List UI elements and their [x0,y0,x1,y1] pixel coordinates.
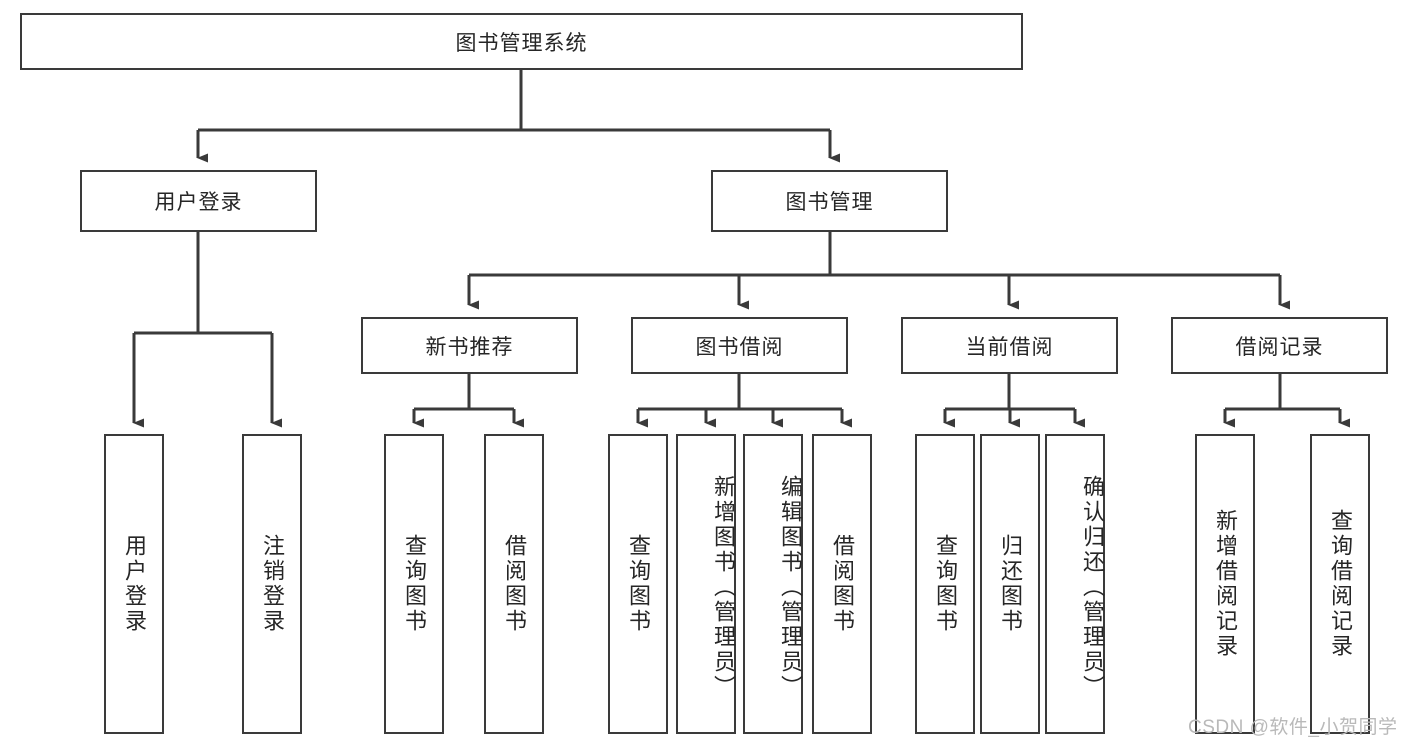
leaf-add-book-admin[interactable]: 新增图书（管理员） [676,434,736,734]
leaf-query-book-borrow[interactable]: 查询图书 [608,434,668,734]
node-book-management[interactable]: 图书管理 [711,170,948,232]
leaf-query-book-newbook[interactable]: 查询图书 [384,434,444,734]
leaf-query-book-current[interactable]: 查询图书 [915,434,975,734]
leaf-edit-book-admin[interactable]: 编辑图书（管理员） [743,434,803,734]
csdn-watermark: CSDN @软件_小贺同学 [1188,717,1398,738]
node-root-book-management-system[interactable]: 图书管理系统 [20,13,1023,70]
node-book-borrow[interactable]: 图书借阅 [631,317,848,374]
node-current-borrow[interactable]: 当前借阅 [901,317,1118,374]
leaf-user-login[interactable]: 用户登录 [104,434,164,734]
leaf-add-borrow-record[interactable]: 新增借阅记录 [1195,434,1255,734]
leaf-query-borrow-record[interactable]: 查询借阅记录 [1310,434,1370,734]
leaf-logout-login[interactable]: 注销登录 [242,434,302,734]
node-new-book-recommend[interactable]: 新书推荐 [361,317,578,374]
leaf-confirm-return-admin[interactable]: 确认归还（管理员） [1045,434,1105,734]
node-borrow-record[interactable]: 借阅记录 [1171,317,1388,374]
leaf-return-book[interactable]: 归还图书 [980,434,1040,734]
node-user-login[interactable]: 用户登录 [80,170,317,232]
leaf-borrow-book-newbook[interactable]: 借阅图书 [484,434,544,734]
leaf-borrow-book[interactable]: 借阅图书 [812,434,872,734]
